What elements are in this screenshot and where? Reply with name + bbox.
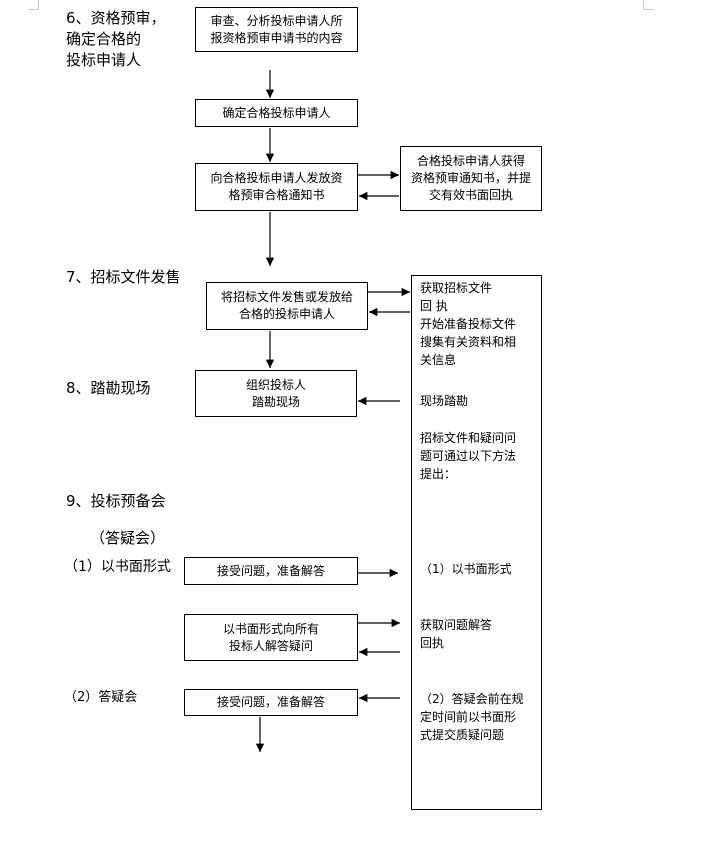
page-corner-mark-left xyxy=(28,0,39,10)
box-applicant-receipt: 合格投标申请人获得 资格预审通知书，并提 交有效书面回执 xyxy=(400,146,542,211)
bidder-question-methods-text: 招标文件和疑问问 题可通过以下方法 提出： xyxy=(420,431,517,481)
heading-prebid-meeting: 9、投标预备会 xyxy=(66,492,166,510)
label-qa-meeting: （2）答疑会 xyxy=(64,690,138,705)
bidder-submit-questions-text: （2）答疑会前在规 定时间前以书面形 式提交质疑问题 xyxy=(420,692,524,742)
bidder-get-documents-text: 获取招标文件 回 执 开始准备投标文件 搜集有关资料和相 关信息 xyxy=(420,281,517,367)
box-sell-documents-text: 将招标文件发售或发放给 合格的投标申请人 xyxy=(220,290,353,321)
heading-site-visit: 8、踏勘现场 xyxy=(66,379,151,397)
box-organize-site-visit: 组织投标人 踏勘现场 xyxy=(195,370,357,417)
box-review-applications-text: 审查、分析投标申请人所 报资格预审申请书的内容 xyxy=(210,13,343,45)
box-review-applications: 审查、分析投标申请人所 报资格预审申请书的内容 xyxy=(195,7,358,52)
heading-tender-sale: 7、招标文件发售 xyxy=(66,268,181,286)
heading-qualification: 6、资格预审， 确定合格的 投标申请人 xyxy=(66,9,166,69)
box-applicant-receipt-text: 合格投标申请人获得 资格预审通知书，并提 交有效书面回执 xyxy=(410,154,531,202)
box-issue-notice: 向合格投标申请人发放资 格预审合格通知书 xyxy=(195,163,358,211)
bidder-site-visit-text: 现场踏勘 xyxy=(420,394,469,408)
page-corner-mark-right xyxy=(643,0,654,10)
box-organize-site-visit-text: 组织投标人 踏勘现场 xyxy=(245,377,306,409)
box-confirm-applicants: 确定合格投标申请人 xyxy=(195,99,358,127)
box-issue-notice-text: 向合格投标申请人发放资 格预审合格通知书 xyxy=(210,171,343,202)
box-accept-questions-written-text: 接受问题，准备解答 xyxy=(216,563,325,578)
box-written-answers: 以书面形式向所有 投标人解答疑问 xyxy=(184,614,358,661)
box-accept-questions-written: 接受问题，准备解答 xyxy=(184,557,358,585)
box-accept-questions-meeting: 接受问题，准备解答 xyxy=(184,689,358,716)
bidder-written-form-text: （1）以书面形式 xyxy=(420,562,512,576)
label-written-form: （1）以书面形式 xyxy=(64,559,171,575)
box-bidder-actions xyxy=(411,275,542,810)
box-confirm-applicants-text: 确定合格投标申请人 xyxy=(222,105,331,120)
box-accept-questions-meeting-text: 接受问题，准备解答 xyxy=(216,695,325,709)
box-written-answers-text: 以书面形式向所有 投标人解答疑问 xyxy=(222,621,319,653)
box-sell-documents: 将招标文件发售或发放给 合格的投标申请人 xyxy=(206,282,368,330)
heading-qa-meeting: （答疑会） xyxy=(90,529,166,547)
bidder-answer-receipt-text: 获取问题解答 回执 xyxy=(420,618,493,650)
